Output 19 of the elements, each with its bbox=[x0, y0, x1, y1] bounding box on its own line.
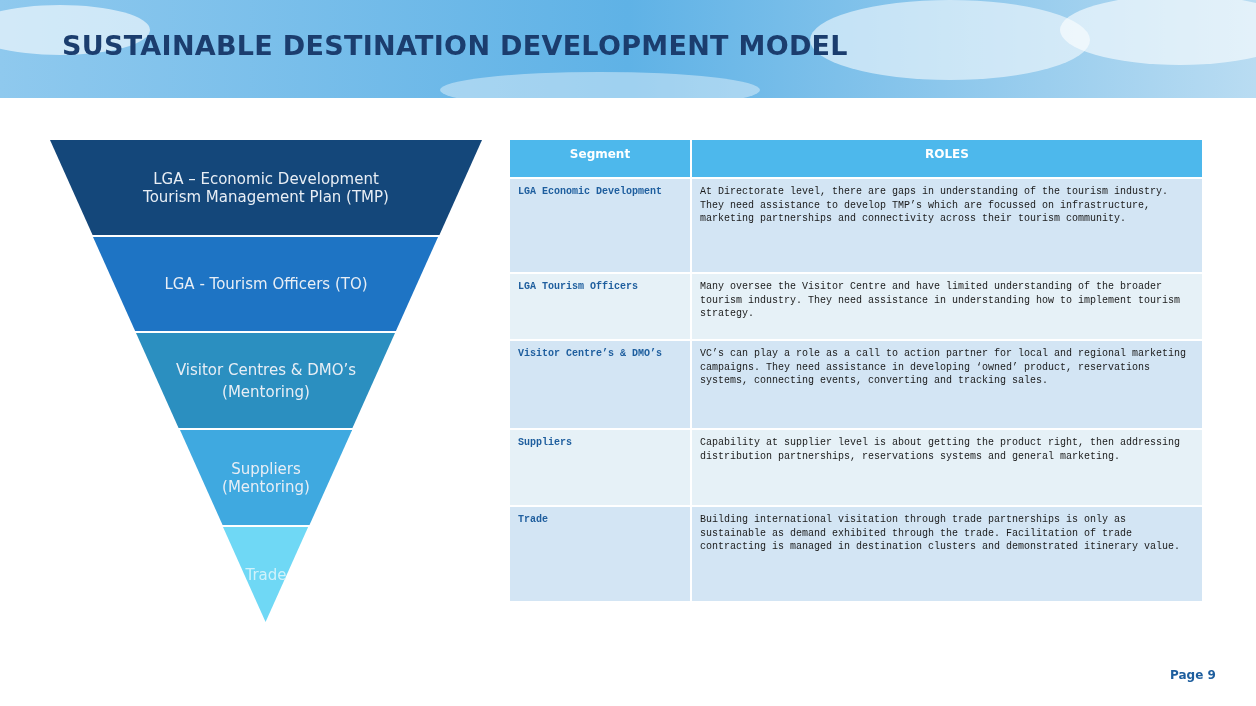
segment-cell: Trade bbox=[510, 507, 690, 601]
header-cell: Segment bbox=[510, 140, 690, 177]
segment-cell: Suppliers bbox=[510, 430, 690, 505]
band-label: LGA – Economic Development Tourism Management Plan (TMP) bbox=[142, 169, 390, 206]
page-number: Page 9 bbox=[1170, 668, 1216, 682]
roles-cell: VC’s can play a role as a call to action partner for local and regional marketing campaigns. They need assistance in developing ‘owned’ product, reservations systems, connecting events, converting and tracking sales. bbox=[692, 341, 1202, 428]
band-label: LGA - Tourism Officers (TO) bbox=[164, 275, 368, 293]
band-label: (Mentoring) bbox=[222, 382, 310, 401]
band-label: Trade bbox=[245, 565, 287, 584]
band-label: Suppliers (Mentoring) bbox=[221, 459, 311, 496]
roles-cell: At Directorate level, there are gaps in understanding of the tourism industry. They need assistance to develop TMP’s which are focussed on infrastructure, marketing partnerships and connectivity across their tourism community. bbox=[692, 179, 1202, 272]
segment-cell: LGA Economic Development bbox=[510, 179, 690, 272]
roles-cell: Many oversee the Visitor Centre and have limited understanding of the broader tourism industry. They need assistance in understanding how to implement tourism strategy. bbox=[692, 274, 1202, 339]
band-label: Visitor Centres & DMO’s bbox=[175, 360, 357, 379]
header-cell: ROLES bbox=[692, 140, 1202, 177]
roles-cell: Capability at supplier level is about getting the product right, then addressing distribution partnerships, reservations systems and general marketing. bbox=[692, 430, 1202, 505]
roles-cell: Building international visitation through trade partnerships is only as sustainable as demand exhibited through the trade. Facilitation of trade contracting is managed in destination clusters and demonstrated itinerary value. bbox=[692, 507, 1202, 601]
segment-cell: Visitor Centre’s & DMO’s bbox=[510, 341, 690, 428]
segment-cell: LGA Tourism Officers bbox=[510, 274, 690, 339]
